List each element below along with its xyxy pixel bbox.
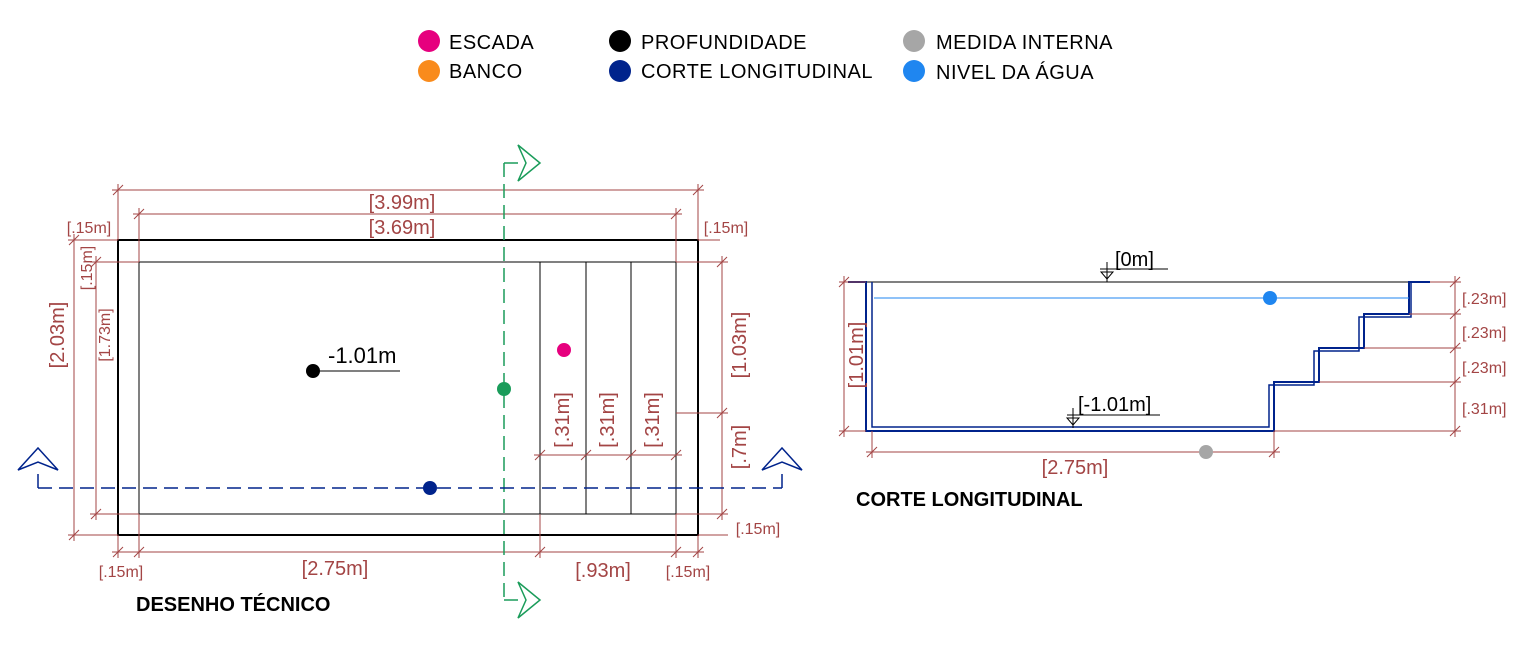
plan-top-dimensions: [3.99m] [3.69m] [.15m] [.15m] xyxy=(67,184,748,262)
dim-border-top-left: [.15m] xyxy=(67,220,111,237)
dim-inner-width: [1.73m] xyxy=(97,308,114,361)
plan-bottom-dimensions: [.15m] [2.75m] [.93m] [.15m] xyxy=(99,514,710,582)
marker-transversal xyxy=(497,382,511,396)
section-arrow-bottom-icon xyxy=(517,581,542,619)
legend-dot-nivel-da-agua xyxy=(903,60,925,82)
section-floor-length: [2.75m] xyxy=(1042,457,1109,479)
legend-label-profundidade: PROFUNDIDADE xyxy=(641,32,807,54)
section-caption: CORTE LONGITUDINAL xyxy=(856,489,1083,511)
legend-label-nivel-da-agua: NIVEL DA ÁGUA xyxy=(936,61,1094,84)
section-step-height-3: [.23m] xyxy=(1462,360,1506,377)
plan-right-dimensions: [1.03m] [.7m] [.15m] xyxy=(676,256,780,538)
marker-escada xyxy=(557,343,571,357)
section-arrow-top-icon xyxy=(517,144,542,182)
plan-view: [3.99m] [3.69m] [.15m] [.15m] [2.03m] xyxy=(17,144,803,619)
section-arrow-left-icon xyxy=(17,446,59,471)
section-profile-outer xyxy=(848,281,1430,432)
plan-caption: DESENHO TÉCNICO xyxy=(136,593,330,616)
marker-nivel-da-agua xyxy=(1263,291,1277,305)
plan-depth-label: -1.01m xyxy=(328,343,396,368)
dim-total-length: [3.99m] xyxy=(369,192,436,214)
legend-dot-escada xyxy=(418,30,440,52)
section-depth: [1.01m] xyxy=(846,322,868,389)
longitudinal-section-marker xyxy=(17,446,803,489)
section-step-height-4: [.31m] xyxy=(1462,401,1506,418)
marker-corte-longitudinal xyxy=(423,481,437,495)
section-step-height-1: [.23m] xyxy=(1462,291,1506,308)
section-view: [0m] [-1.01m] [1.01m] [2.75m] [.23m] xyxy=(838,249,1506,511)
legend: ESCADA BANCO PROFUNDIDADE CORTE LONGITUD… xyxy=(418,30,1113,84)
legend-dot-medida-interna xyxy=(903,30,925,52)
dim-right-upper: [1.03m] xyxy=(729,312,751,379)
dim-border-top-right: [.15m] xyxy=(704,220,748,237)
dim-bottom-left-border: [.15m] xyxy=(99,564,143,581)
section-step-height-2: [.23m] xyxy=(1462,325,1506,342)
plan-stair-dimensions: [.31m] [.31m] [.31m] xyxy=(534,392,682,461)
legend-dot-corte-longitudinal xyxy=(609,60,631,82)
dim-bottom-length: [2.75m] xyxy=(302,558,369,580)
dim-right-lower: [.7m] xyxy=(729,425,751,469)
pool-inner-edge xyxy=(138,261,677,515)
legend-label-escada: ESCADA xyxy=(449,32,534,54)
section-profile-inner xyxy=(871,282,1412,428)
legend-dot-profundidade xyxy=(609,30,631,52)
section-level-top: [0m] xyxy=(1115,249,1154,271)
dim-bottom-stairs: [.93m] xyxy=(575,560,631,582)
dim-border-bottom-right: [.15m] xyxy=(736,521,780,538)
section-level-bottom: [-1.01m] xyxy=(1078,394,1151,416)
marker-medida-interna xyxy=(1199,445,1213,459)
legend-label-banco: BANCO xyxy=(449,61,523,83)
dim-step-2: [.31m] xyxy=(597,392,619,448)
plan-left-dimensions: [2.03m] [1.73m] [.15m] xyxy=(47,234,139,541)
transversal-section-marker xyxy=(503,144,542,619)
dim-border-left-vertical: [.15m] xyxy=(79,246,96,290)
legend-label-corte-longitudinal: CORTE LONGITUDINAL xyxy=(641,61,873,83)
dim-step-3: [.31m] xyxy=(642,392,664,448)
section-arrow-right-icon xyxy=(761,446,803,471)
dim-bottom-right-border: [.15m] xyxy=(666,564,710,581)
dim-total-width: [2.03m] xyxy=(47,302,69,369)
pool-outer-edge xyxy=(117,239,699,536)
dim-step-1: [.31m] xyxy=(552,392,574,448)
legend-label-medida-interna: MEDIDA INTERNA xyxy=(936,32,1113,54)
legend-dot-banco xyxy=(418,60,440,82)
dim-inner-length: [3.69m] xyxy=(369,217,436,239)
